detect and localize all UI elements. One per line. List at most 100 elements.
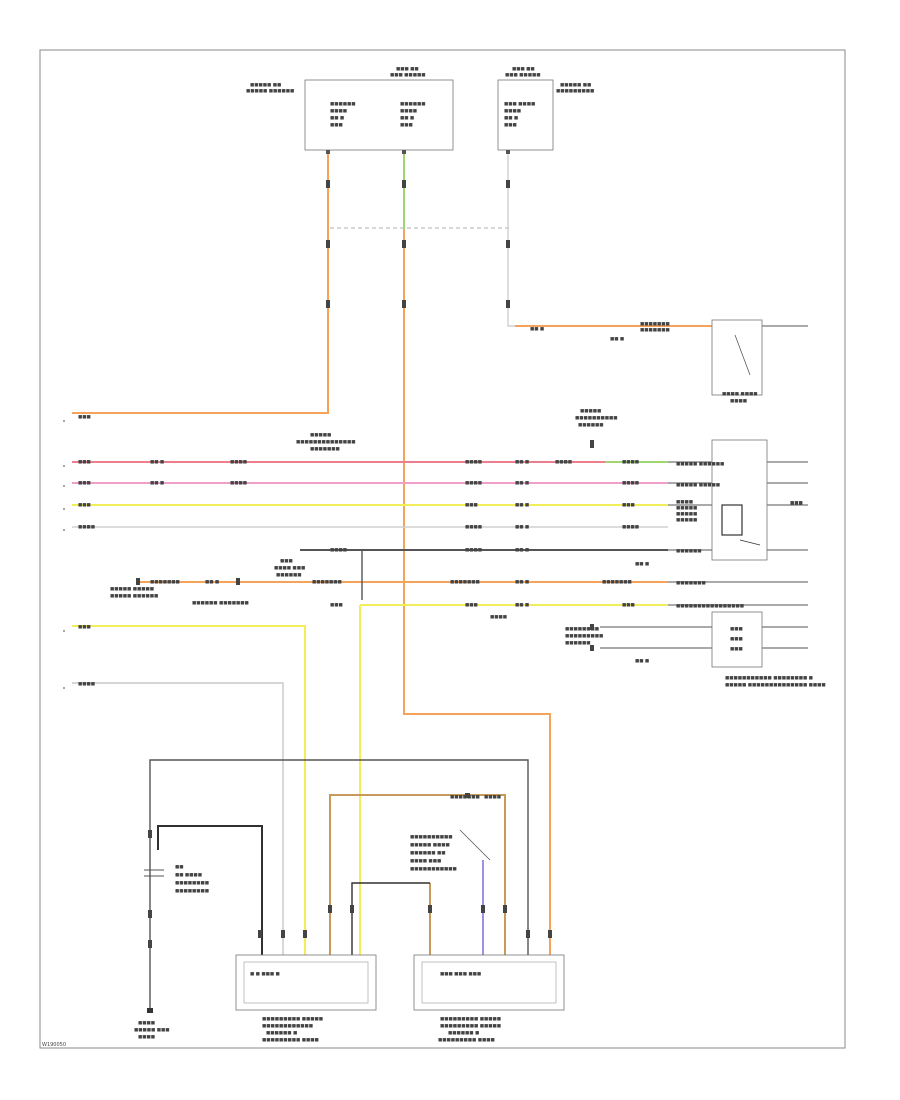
- svg-text:■■ ■: ■■ ■: [515, 481, 529, 486]
- svg-text:■■■■ ■■■: ■■■■ ■■■: [410, 859, 441, 864]
- svg-text:■■■: ■■■: [330, 603, 343, 608]
- ground-label: ■■■■ ■■■■■ ■■■ ■■■■: [134, 1021, 169, 1040]
- svg-text:■■■: ■■■: [465, 503, 478, 508]
- svg-text:■■ ■: ■■ ■: [515, 580, 529, 585]
- svg-text:■■■■■■■■■■: ■■■■■■■■■■: [575, 416, 618, 421]
- svg-text:■■■■■■■: ■■■■■■■: [676, 581, 706, 586]
- svg-text:■■■■■: ■■■■■: [310, 433, 331, 438]
- svg-text:■■■■■■■■■ ■■■■: ■■■■■■■■■ ■■■■: [438, 1038, 495, 1043]
- svg-text:■■■■■■: ■■■■■■: [276, 573, 302, 578]
- svg-text:■■■■■■■■■: ■■■■■■■■■: [565, 634, 603, 639]
- svg-text:■■■■■ ■■■■■: ■■■■■ ■■■■■: [110, 587, 154, 592]
- svg-text:■■ ■: ■■ ■: [205, 580, 219, 585]
- svg-text:■■■■■■ ■: ■■■■■■ ■: [448, 1031, 479, 1036]
- svg-text:■■■■■■■■■: ■■■■■■■■■: [556, 89, 594, 94]
- svg-text:■■■■■■■■■ ■■■■: ■■■■■■■■■ ■■■■: [262, 1038, 319, 1043]
- svg-text:■■■■: ■■■■: [400, 109, 417, 114]
- wire-white-left-row: [72, 682, 284, 955]
- svg-text:■■■■■■ ■■■■■■■: ■■■■■■ ■■■■■■■: [192, 601, 249, 606]
- svg-text:■■■■: ■■■■: [230, 460, 247, 465]
- wire-yellow-left-row: [72, 625, 306, 955]
- wire-orange-feed-left: [72, 154, 329, 414]
- footer-code: W190050: [42, 1042, 66, 1048]
- svg-text:■■■■■■■■■■: ■■■■■■■■■■: [410, 835, 453, 840]
- svg-text:■■■■: ■■■■: [230, 481, 247, 486]
- svg-text:■■■: ■■■: [78, 625, 91, 630]
- svg-text:■■■■ ■■■■: ■■■■ ■■■■: [722, 392, 757, 397]
- svg-text:■■ ■: ■■ ■: [330, 116, 344, 121]
- svg-text:■■■■■■■: ■■■■■■■: [450, 580, 480, 585]
- svg-text:■■■■: ■■■■: [465, 525, 482, 530]
- capacitor-component: ■■ ■■ ■■■■ ■■■■■■■■ ■■■■■■■■: [144, 865, 209, 894]
- svg-text:■■■■■■: ■■■■■■: [330, 102, 356, 107]
- svg-text:■■■■: ■■■■: [484, 795, 501, 800]
- svg-text:■■■■: ■■■■: [330, 109, 347, 114]
- svg-text:■■■■■ ■■: ■■■■■ ■■: [560, 83, 591, 88]
- svg-text:■■■■■: ■■■■■: [676, 506, 697, 511]
- svg-text:■■■■■■■: ■■■■■■■: [310, 447, 340, 452]
- svg-text:■■■: ■■■: [730, 647, 743, 652]
- svg-text:■■■■■ ■■: ■■■■■ ■■: [250, 83, 281, 88]
- svg-text:■ ■ ■■■ ■: ■ ■ ■■■ ■: [250, 972, 280, 977]
- svg-text:■■■ ■■■■■: ■■■ ■■■■■: [505, 73, 540, 78]
- svg-text:■■■■■ ■■■■■■: ■■■■■ ■■■■■■: [676, 462, 724, 467]
- svg-text:■■: ■■: [175, 865, 184, 870]
- svg-text:■■■■: ■■■■: [465, 481, 482, 486]
- svg-text:■■■■: ■■■■: [78, 682, 95, 687]
- svg-text:■■■■■■■: ■■■■■■■: [640, 322, 670, 327]
- svg-text:■■■■■■: ■■■■■■: [565, 641, 591, 646]
- svg-text:■■■■■■■■■■■■: ■■■■■■■■■■■■: [262, 1024, 313, 1029]
- svg-text:■■■: ■■■: [790, 501, 803, 506]
- svg-text:■■■■: ■■■■: [622, 525, 639, 530]
- svg-text:■■■■■■■■■ ■■■■■: ■■■■■■■■■ ■■■■■: [262, 1017, 323, 1022]
- ground-terminal: [147, 1008, 153, 1013]
- svg-text:■■■■: ■■■■: [676, 500, 693, 505]
- svg-text:■■ ■: ■■ ■: [504, 116, 518, 121]
- wire-black-bend: [351, 882, 430, 955]
- passenger-window-switch-2: ■■■ ■■■ ■■■ ■■■■■■■■■ ■■■■■ ■■■■■■■■■ ■■…: [413, 954, 565, 1043]
- svg-text:■■■ ■■■■■: ■■■ ■■■■■: [390, 73, 425, 78]
- svg-text:■■ ■: ■■ ■: [530, 327, 544, 332]
- svg-text:■■■■: ■■■■: [138, 1035, 155, 1040]
- svg-text:■■■■■ ■■■■: ■■■■■ ■■■■: [410, 843, 450, 848]
- svg-text:■■■■■ ■■■■■: ■■■■■ ■■■■■: [676, 483, 720, 488]
- svg-text:■■ ■: ■■ ■: [515, 460, 529, 465]
- right-small-connector: ■■■ ■■■ ■■■: [711, 611, 763, 668]
- connector-ticks: [136, 180, 594, 948]
- svg-text:■■ ■: ■■ ■: [635, 562, 649, 567]
- svg-text:■■■■■■ ■: ■■■■■■ ■: [266, 1031, 297, 1036]
- svg-text:■■■■: ■■■■: [465, 460, 482, 465]
- wire-right-feed: [507, 154, 712, 327]
- svg-text:■■■■■ ■■■: ■■■■■ ■■■: [134, 1028, 169, 1033]
- svg-text:■■■: ■■■: [400, 123, 413, 128]
- svg-text:■■ ■: ■■ ■: [400, 116, 414, 121]
- fuse-box-left: ■■■ ■■ ■■■ ■■■■■ ■■■■■ ■■ ■■■■■ ■■■■■■ ■…: [246, 67, 454, 151]
- svg-text:■■■■■ ■■■■■■: ■■■■■ ■■■■■■: [110, 594, 158, 599]
- row-markers: [63, 420, 65, 689]
- svg-text:■■■■■■ ■■: ■■■■■■ ■■: [410, 851, 445, 856]
- svg-text:■■■■: ■■■■: [730, 399, 747, 404]
- fuse-box-right: ■■■ ■■ ■■■ ■■■■■ ■■■■■ ■■ ■■■■■■■■■ ■■■ …: [497, 67, 594, 151]
- svg-text:■■■■: ■■■■: [138, 1021, 155, 1026]
- svg-text:■■■■: ■■■■: [78, 525, 95, 530]
- svg-text:■■■■■■■■: ■■■■■■■■: [565, 627, 599, 632]
- svg-text:■■ ■: ■■ ■: [515, 548, 529, 553]
- svg-text:■■■■■■■■: ■■■■■■■■: [175, 889, 209, 894]
- svg-text:■■■: ■■■: [730, 637, 743, 642]
- svg-text:■■■ ■■: ■■■ ■■: [512, 67, 535, 72]
- svg-text:■■■: ■■■: [280, 559, 293, 564]
- svg-text:■■ ■: ■■ ■: [150, 481, 164, 486]
- svg-text:■■■■■■■■■ ■■■■■: ■■■■■■■■■ ■■■■■: [440, 1024, 501, 1029]
- svg-text:■■■: ■■■: [330, 123, 343, 128]
- svg-text:■■■: ■■■: [622, 603, 635, 608]
- svg-text:■■■: ■■■: [78, 415, 91, 420]
- svg-text:■■ ■: ■■ ■: [515, 503, 529, 508]
- svg-text:■■ ■: ■■ ■: [150, 460, 164, 465]
- svg-text:■■■■■■■: ■■■■■■■: [602, 580, 632, 585]
- svg-text:■■■■: ■■■■: [504, 109, 521, 114]
- svg-text:■■■■: ■■■■: [465, 548, 482, 553]
- svg-text:■■■■■: ■■■■■: [676, 518, 697, 523]
- passenger-window-switch-1: ■ ■ ■■■ ■ ■■■■■■■■■ ■■■■■ ■■■■■■■■■■■■ ■…: [235, 954, 377, 1043]
- svg-text:■■■■■■■■: ■■■■■■■■: [175, 881, 209, 886]
- svg-text:■■■■■■■■■■■■■■: ■■■■■■■■■■■■■■: [296, 440, 356, 445]
